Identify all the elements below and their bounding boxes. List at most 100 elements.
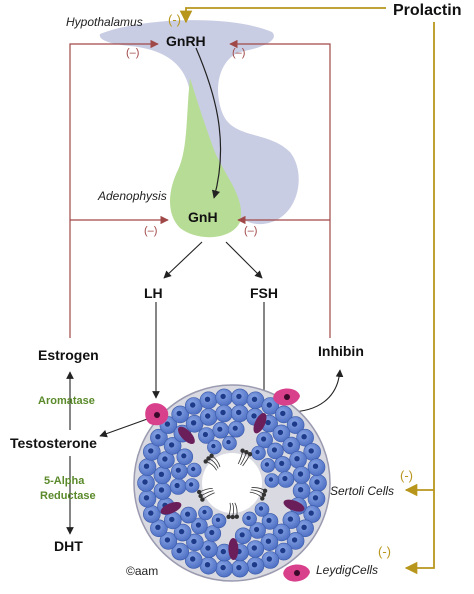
five-alpha-label: 5-Alpha (44, 475, 85, 487)
gnrh-label: GnRH (166, 33, 206, 49)
gnrh-left-feedback-mark: (–) (126, 47, 139, 59)
germ-cell-nucleus (279, 460, 285, 466)
germ-cell-nucleus (277, 429, 284, 436)
sperm-tail (200, 490, 214, 497)
germ-cell-nucleus (301, 524, 307, 530)
germ-cell-nucleus (164, 537, 171, 543)
sperm-tail (234, 502, 238, 517)
leydig-cell-upper-right (273, 388, 300, 406)
germ-cell-nucleus (236, 409, 242, 416)
germ-cell-nucleus (255, 449, 260, 455)
germ-cell-nucleus (155, 524, 161, 530)
germ-cell-nucleus (204, 396, 211, 402)
gnh-label: GnH (188, 209, 218, 225)
germ-cell-nucleus (176, 547, 182, 554)
feedback-lines (69, 39, 331, 338)
germ-cell-nucleus (265, 538, 272, 544)
sperm-tail (202, 492, 215, 500)
germ-cell-nucleus (188, 482, 194, 487)
germ-cell-nucleus (251, 413, 257, 419)
germ-cell-nucleus (142, 479, 148, 485)
germ-cell-nucleus (277, 528, 284, 535)
germ-cell-nucleus (291, 537, 298, 543)
germ-cell-nucleus (195, 522, 201, 528)
germ-cell-nucleus (220, 409, 226, 416)
germ-cell-nucleus (254, 526, 260, 533)
germ-cell-nucleus (211, 443, 216, 449)
germ-cell-nucleus (280, 410, 286, 417)
copyright-label: ©aam (126, 564, 158, 578)
germ-cell-nucleus (176, 410, 182, 417)
sertoli-cell (160, 501, 182, 515)
germ-cell-nucleus (280, 547, 286, 554)
germ-cell-nucleus (308, 510, 314, 516)
prolactin-hypothalamus-mark: (-) (168, 12, 181, 27)
sperm-tail (249, 491, 263, 499)
germ-cell-nucleus (258, 506, 264, 511)
sertoli-cells-label: Sertoli Cells (330, 484, 394, 498)
germ-cell-nucleus (251, 545, 257, 551)
germ-cell-nucleus (297, 487, 304, 493)
sertoli-cell (253, 413, 267, 434)
germ-cell-nucleus (148, 448, 154, 454)
germ-cell-nucleus (266, 517, 272, 524)
germ-cell-nucleus (266, 556, 272, 562)
germ-cell-nucleus (164, 421, 171, 427)
leydig-prolactin-mark: (-) (378, 544, 391, 559)
germ-cell-nucleus (190, 402, 196, 408)
sperm-tail (237, 450, 243, 465)
leydig-cells-label: LeydigCells (316, 563, 378, 577)
sperm-tail (240, 452, 247, 466)
germ-cell-nucleus (312, 495, 319, 501)
sertoli-cell (283, 499, 305, 512)
gnh-left-feedback-mark: (–) (144, 225, 157, 237)
germ-cell-nucleus (220, 548, 226, 555)
germ-cell-nucleus (168, 442, 175, 448)
germ-cell-nucleus (185, 511, 191, 517)
germ-cell-nucleus (215, 517, 221, 522)
inhibin-label: Inhibin (318, 343, 364, 359)
reductase-label: Reductase (40, 490, 96, 502)
sperm-tail (242, 454, 251, 467)
gnrh-to-gnh-arrow (195, 47, 222, 199)
germ-cell-nucleus (190, 556, 196, 562)
leydig-cell-lower-right (283, 564, 310, 582)
germ-cell-nucleus (236, 393, 242, 400)
germ-cell-nucleus (291, 421, 298, 427)
sertoli-cells (160, 413, 305, 560)
adenophysis-label: Adenophysis (97, 189, 167, 203)
flow-arrows (66, 241, 344, 535)
gnrh-right-feedback-mark: (–) (232, 47, 245, 59)
germ-cell-nucleus (220, 564, 226, 571)
germ-cell-nucleus (297, 471, 304, 477)
germ-cell-nucleus (312, 463, 319, 469)
germ-cell-nucleus (205, 545, 211, 551)
sperm-cells (196, 448, 268, 520)
hypothalamus-label: Hypothalamus (66, 15, 143, 29)
sperm-head (196, 489, 202, 495)
sertoli-prolactin-mark: (-) (400, 468, 413, 483)
germ-cell-nucleus (155, 434, 161, 440)
germ-cell-nucleus (266, 402, 272, 408)
germ-cell-nucleus (148, 510, 154, 516)
germ-cell-nucleus (287, 516, 294, 522)
germ-cell-nucleus (143, 463, 150, 469)
germ-cell-nucleus (209, 529, 215, 536)
germ-cell-nucleus (175, 467, 181, 473)
germ-cell-nucleus (282, 475, 288, 482)
estrogen-label: Estrogen (38, 347, 99, 363)
germ-cell-nucleus (169, 516, 175, 523)
sperm-tail (251, 487, 266, 492)
germ-cell-nucleus (191, 466, 196, 472)
germ-cell-nucleus (265, 419, 271, 426)
germ-cell-nucleus (143, 495, 150, 501)
sperm-tail (228, 502, 231, 517)
gnh-right-feedback-mark: (–) (244, 225, 257, 237)
testosterone-label: Testosterone (10, 435, 97, 451)
dht-label: DHT (54, 538, 83, 554)
fsh-label: FSH (250, 285, 278, 301)
germ-cell-nucleus (294, 456, 300, 462)
germ-cell-nucleus (158, 487, 165, 493)
germ-cell-nucleus (190, 420, 197, 426)
